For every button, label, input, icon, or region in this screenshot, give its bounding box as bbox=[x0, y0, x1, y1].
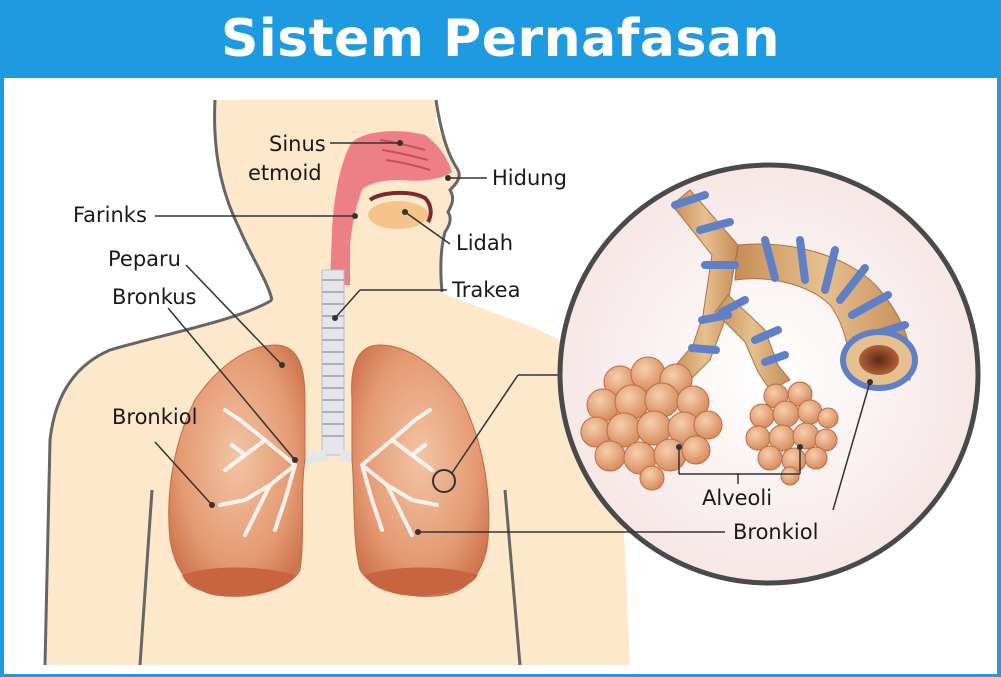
label-bronkiol-right: Bronkiol bbox=[733, 520, 818, 544]
label-etmoid: etmoid bbox=[248, 161, 322, 185]
label-lidah: Lidah bbox=[456, 231, 513, 255]
tongue bbox=[368, 201, 428, 229]
label-trakea: Trakea bbox=[452, 278, 520, 302]
label-alveoli: Alveoli bbox=[702, 486, 772, 510]
label-farinks: Farinks bbox=[73, 203, 147, 227]
label-peparu: Peparu bbox=[108, 247, 181, 271]
label-hidung: Hidung bbox=[492, 166, 567, 190]
label-sinus: Sinus bbox=[269, 132, 326, 156]
label-bronkiol-left: Bronkiol bbox=[112, 405, 197, 429]
label-bronkus: Bronkus bbox=[112, 285, 197, 309]
